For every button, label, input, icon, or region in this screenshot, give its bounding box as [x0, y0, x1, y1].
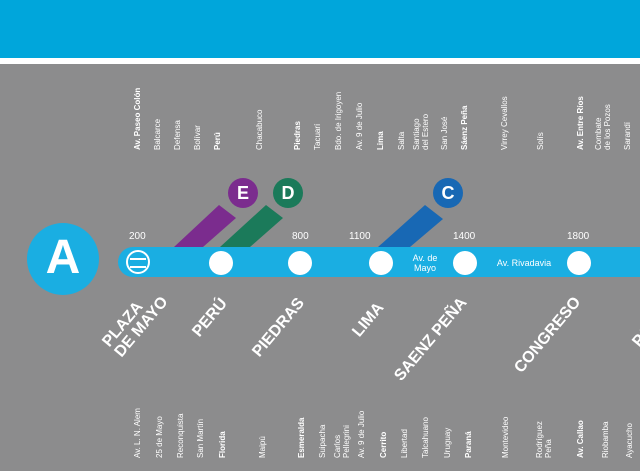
avenue-label-av-rivadavia: Av. Rivadavia	[496, 258, 552, 268]
street-label-bottom: Suipacha	[318, 424, 327, 458]
street-label-bottom: San Martín	[196, 418, 205, 458]
street-label-bottom: Reconquista	[176, 413, 185, 458]
station-dot-peru[interactable]	[209, 251, 233, 275]
line-d-badge[interactable]: D	[273, 178, 303, 208]
street-label-bottom: Esmeralda	[297, 417, 306, 458]
station-dot-plaza-de-mayo[interactable]	[126, 250, 150, 274]
station-dot-lima[interactable]	[369, 251, 393, 275]
street-label-bottom: Riobamba	[601, 421, 610, 458]
street-label-bottom: Carlos Pellegrini	[333, 425, 351, 458]
street-label-bottom: Maipú	[258, 436, 267, 458]
street-label-bottom: Libertad	[400, 429, 409, 458]
address-number: 1400	[453, 231, 476, 242]
line-a-logo: A	[27, 223, 99, 295]
avenue-label-av-de-mayo: Av. de Mayo	[412, 253, 438, 273]
station-dot-congreso[interactable]	[567, 251, 591, 275]
street-label-bottom: Talcahuano	[421, 417, 430, 458]
address-number: 200	[129, 231, 146, 242]
street-label-bottom: Ayacucho	[625, 423, 634, 458]
address-number: 800	[292, 231, 309, 242]
address-number: 1100	[349, 231, 371, 242]
connection-bar-e	[174, 205, 236, 247]
street-label-bottom: Paraná	[464, 431, 473, 458]
line-a-letter: A	[45, 231, 81, 284]
line-e-badge[interactable]: E	[228, 178, 258, 208]
connection-bar-d	[220, 205, 283, 247]
street-label-bottom: Montevideo	[501, 416, 510, 458]
street-label-bottom: Uruguay	[443, 427, 452, 458]
street-label-bottom: 25 de Mayo	[155, 416, 164, 458]
station-dot-piedras[interactable]	[288, 251, 312, 275]
header-divider	[0, 58, 640, 64]
header-bar	[0, 0, 640, 58]
station-dot-saenz-pena[interactable]	[453, 251, 477, 275]
line-c-badge[interactable]: C	[433, 178, 463, 208]
street-label-bottom: Av. Callao	[576, 420, 585, 458]
address-number: 1800	[567, 231, 590, 242]
connection-bar-c	[378, 205, 443, 247]
street-label-bottom: Av. 9 de Julio	[357, 410, 366, 458]
street-label-bottom: Av. L. N. Alem	[133, 408, 142, 458]
street-label-bottom: Cerrito	[379, 431, 388, 458]
street-label-bottom: Rodríguez Peña	[535, 421, 553, 458]
street-label-bottom: Florida	[218, 431, 227, 458]
